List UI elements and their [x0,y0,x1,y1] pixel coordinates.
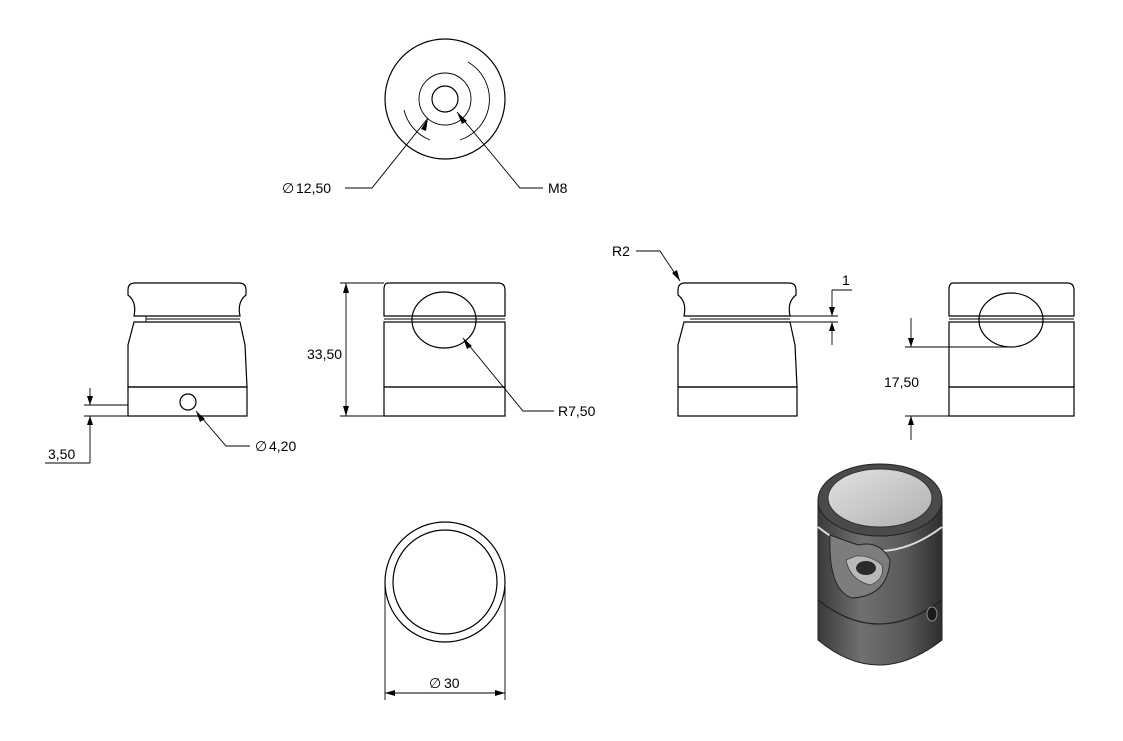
body-outline [383,321,506,388]
middle-circle [418,72,472,126]
arrow-head [385,690,395,696]
outer-circle [384,521,506,643]
arrow-head [495,690,505,696]
isometric-render [817,463,943,666]
thread-arc-outer-left [403,109,431,141]
arrow-head [87,416,93,425]
arrow-head [87,396,93,405]
body-outline [948,321,1075,388]
inner-circle [392,529,498,635]
bottom-view: ∅ 30 [384,521,506,700]
label-hole-offset: 3,50 [48,446,75,462]
body-outline [677,321,798,388]
front-view-right: 17,50 [884,282,1075,440]
label-outer-diameter: 30 [444,675,460,691]
cap-outline [383,282,506,317]
label-diameter-12: 12,50 [296,180,331,196]
cap-outline [677,282,797,317]
thread-arc-outer [459,61,490,141]
arrow-head [421,118,428,131]
base-ring [948,386,1075,417]
label-notch-height: 17,50 [884,374,919,390]
label-gap: 1 [842,272,850,288]
cap-outline [127,282,247,317]
arrow-head [672,270,680,281]
leader-small-hole [195,410,250,447]
label-total-height: 33,50 [307,346,342,362]
label-diameter-symbol: ∅ [429,675,441,691]
outer-circle [384,38,506,160]
inner-circle [431,85,459,113]
top-view: ∅ 12,50 M8 [282,38,568,196]
render-top-face [827,468,933,528]
base-ring [127,386,248,417]
body-outline [127,321,248,388]
label-small-hole: 4,20 [269,438,296,454]
arrow-head [908,416,914,425]
arrow-head [343,283,349,293]
leader-thread [456,111,543,189]
notch-circle [978,292,1044,348]
label-fillet-radius: R2 [612,243,630,259]
front-view-notch: 33,50 R7,50 [307,282,596,419]
arrow-head [196,411,205,422]
base-ring [383,386,506,417]
render-base-line [817,599,943,625]
arrow-head [343,406,349,416]
label-diameter-symbol: ∅ [255,438,267,454]
arrow-head [457,112,467,124]
leader-notch-radius [462,337,554,412]
side-view: R2 1 [612,243,852,417]
arrow-head [908,338,914,347]
label-diameter-symbol: ∅ [282,180,294,196]
render-side-hole [926,606,938,622]
front-view-left: 3,50 ∅ 4,20 [45,282,296,464]
leader-fillet [636,250,681,282]
side-hole [179,393,197,411]
arrow-head [463,338,472,349]
notch-circle [411,291,477,349]
arrow-head [829,307,835,316]
render-bore [856,561,876,575]
label-notch-radius: R7,50 [558,403,596,419]
leader-diameter-12 [345,117,429,189]
arrow-head [829,322,835,331]
label-thread: M8 [548,180,568,196]
cap-outline [948,282,1075,317]
base-ring [677,386,798,417]
